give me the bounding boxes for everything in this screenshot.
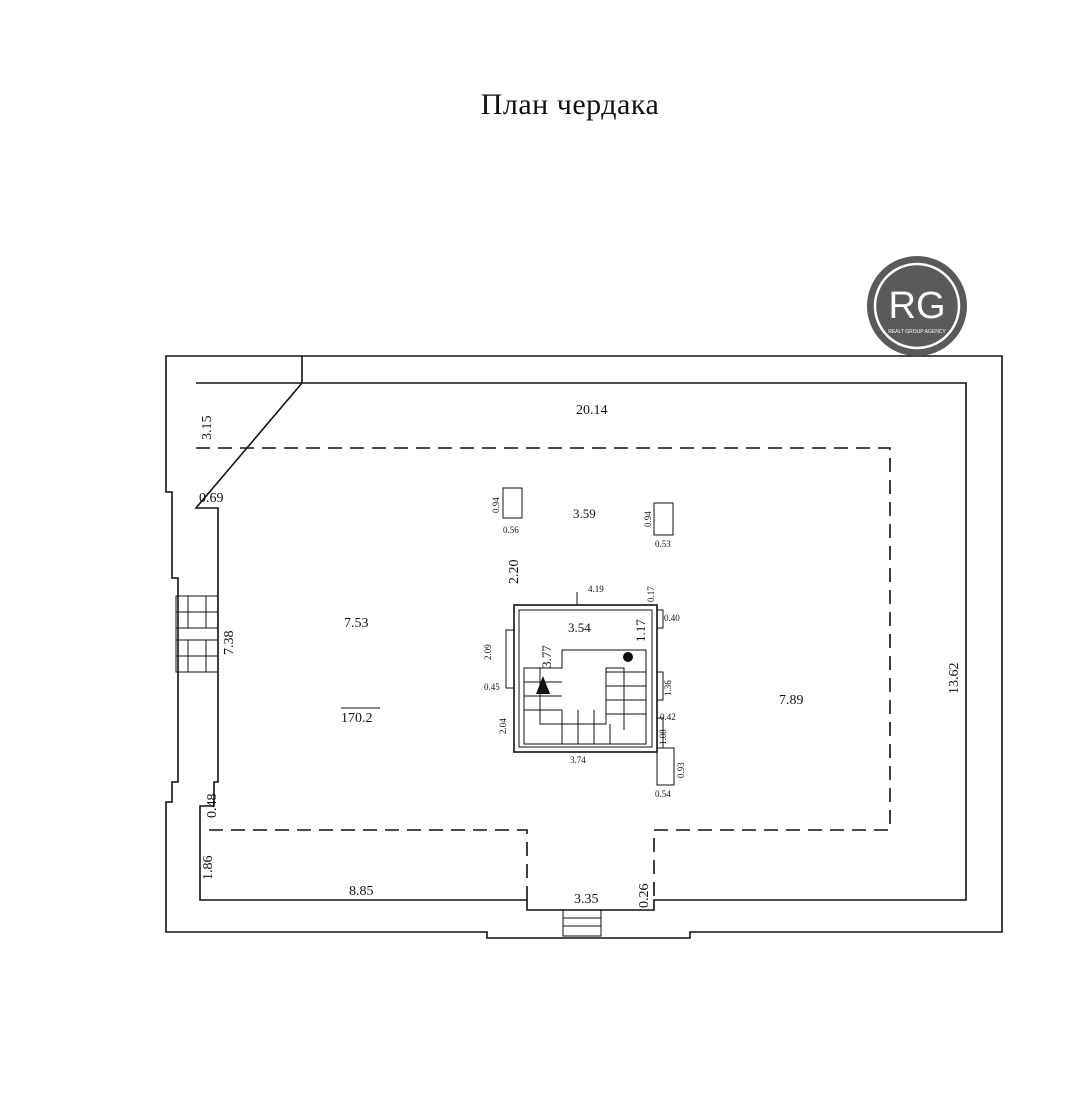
dim-left-lower-offset: 0.48 <box>205 794 220 819</box>
dim-left-wall-length: 7.38 <box>222 631 237 656</box>
dim-center-top-width: 3.59 <box>573 506 596 521</box>
dim-stair-bottom-w: 3.74 <box>570 755 586 765</box>
dim-left-top-strip: 3.15 <box>200 416 215 441</box>
chimney-bottom <box>656 747 675 786</box>
outer-wall <box>165 355 1003 939</box>
dim-stair-right-mid-offset: 0.42 <box>660 712 676 722</box>
entrance-steps <box>562 909 602 937</box>
dim-stair-right-h: 1.17 <box>633 619 648 642</box>
dim-stair-left-offset: 0.45 <box>484 682 500 692</box>
dim-right-room-width: 7.89 <box>779 693 804 708</box>
page-title: План чердака <box>480 88 660 121</box>
dim-chimney-right-w: 0.53 <box>655 539 671 549</box>
chimney-right <box>653 502 674 536</box>
dim-stair-inner-h: 3.77 <box>539 645 554 668</box>
dim-chimney-left-w: 0.56 <box>503 525 519 535</box>
stairwell <box>505 592 664 753</box>
dim-bottom-left-length: 8.85 <box>349 884 374 899</box>
logo-letters: RG <box>889 285 946 327</box>
dim-center-gap: 2.20 <box>507 560 522 585</box>
left-window <box>175 595 219 673</box>
dim-right-height: 13.62 <box>947 663 962 695</box>
dim-left-bottom-strip: 1.86 <box>201 856 216 881</box>
dim-stair-right-mid-h: 1.36 <box>663 680 673 696</box>
dim-left-room-width: 7.53 <box>344 616 369 631</box>
dim-chimney-bottom-h: 0.93 <box>676 762 686 778</box>
dim-left-offset: 0.69 <box>199 491 224 506</box>
dim-bottom-entrance-width: 3.35 <box>574 892 599 907</box>
dim-top-width: 20.14 <box>576 403 608 418</box>
dim-stair-left-lower-h: 2.04 <box>498 718 508 734</box>
dim-chimney-left-h: 0.94 <box>491 497 501 513</box>
dim-chimney-bottom-w: 0.54 <box>655 789 671 799</box>
dim-stair-inner-top: 3.54 <box>568 620 591 635</box>
roof-slope-line <box>196 447 891 900</box>
dim-stair-right-offset: 0.40 <box>664 613 680 623</box>
rg-logo: RG REALT GROUP AGENCY <box>867 256 967 356</box>
room-area: 170.2 <box>341 711 373 726</box>
logo-subtitle: REALT GROUP AGENCY <box>888 329 946 335</box>
chimney-left <box>502 487 523 519</box>
dim-stair-offset-top: 0.17 <box>646 586 656 602</box>
dim-stair-outer-top: 4.19 <box>588 584 604 594</box>
dim-stair-left-upper-h: 2.09 <box>483 644 493 660</box>
dim-stair-right-lower-h: 1.08 <box>658 729 668 745</box>
dim-bottom-entrance-step: 0.26 <box>637 884 652 909</box>
stair-end-dot-icon <box>623 652 633 662</box>
stair-up-arrow-icon <box>536 676 550 694</box>
dim-chimney-right-h: 0.94 <box>643 511 653 527</box>
